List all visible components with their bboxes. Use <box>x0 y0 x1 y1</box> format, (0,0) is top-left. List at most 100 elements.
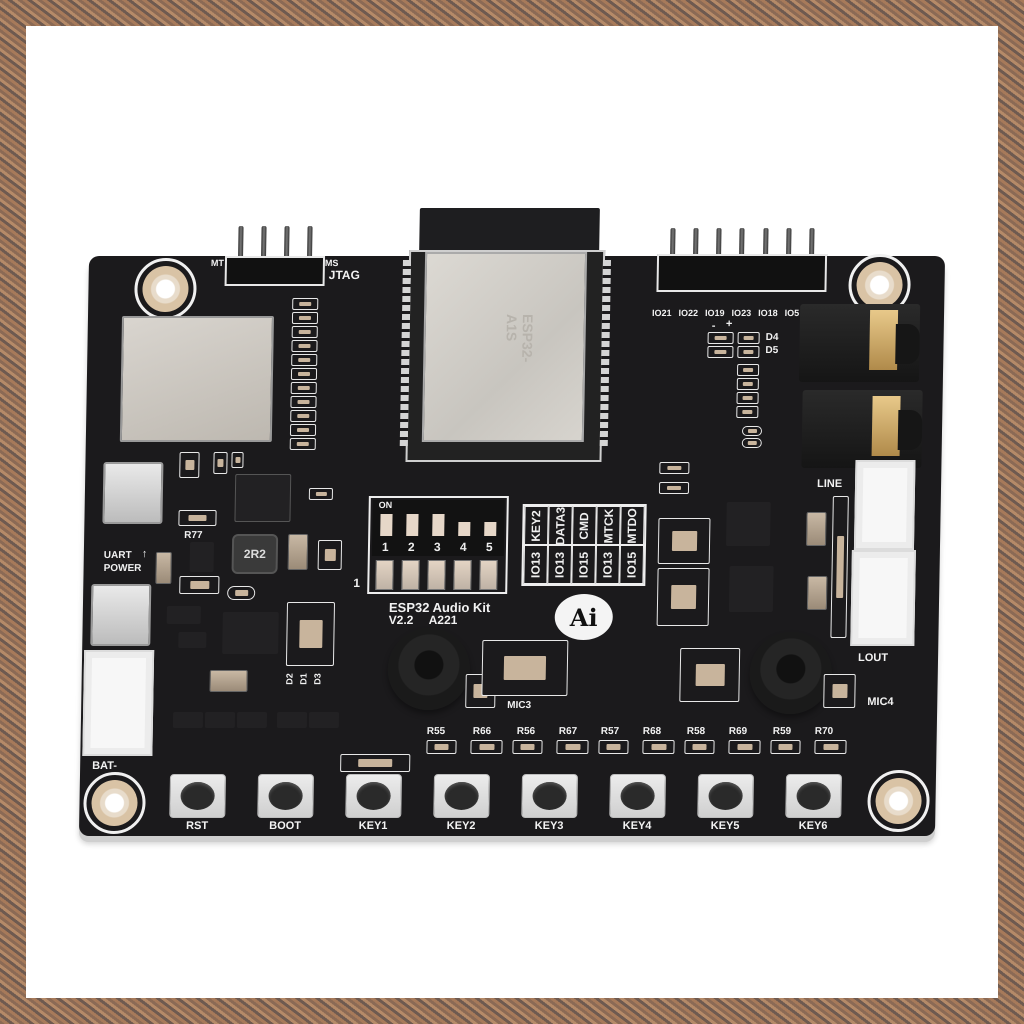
up-arrow-icon: ↑ <box>141 548 148 560</box>
key1-label: KEY1 <box>358 820 388 832</box>
dip-number: 3 <box>433 540 441 554</box>
key6-label: KEY6 <box>798 820 828 832</box>
resistor <box>598 740 629 754</box>
dip-pin1-label: 1 <box>353 576 361 590</box>
passive-array <box>657 518 711 564</box>
resistor <box>658 482 690 494</box>
dip-toggle-1[interactable] <box>380 514 393 536</box>
microsd-card-slot[interactable] <box>119 316 275 442</box>
mic4-label: MIC4 <box>867 696 894 708</box>
cfg-value: IO15 <box>576 551 591 578</box>
dip-toggle-2[interactable] <box>406 514 419 536</box>
transistor <box>178 632 207 648</box>
capacitor <box>741 426 763 436</box>
resistor <box>642 740 675 754</box>
gpio-label: IO5 <box>784 308 800 318</box>
gpio-label: IO22 <box>678 308 699 318</box>
resistor-label: R55 <box>426 726 446 737</box>
pcb-board: MT MS JTAG ESP32-A1S IO21 IO22 IO19 IO23… <box>78 208 946 836</box>
tantalum-capacitor <box>806 576 828 610</box>
capacitor <box>741 438 762 448</box>
dip-number: 2 <box>407 540 415 554</box>
inductor-marking: 2R2 <box>243 547 266 561</box>
resistor <box>814 740 847 754</box>
button-knob <box>444 782 479 810</box>
transistor <box>308 712 340 728</box>
rst-button[interactable] <box>169 774 227 818</box>
resistor <box>659 462 690 474</box>
dip-toggle-3[interactable] <box>432 514 445 536</box>
resistor <box>470 740 503 754</box>
jtag-header[interactable] <box>224 226 326 286</box>
dip-toggle-4[interactable] <box>458 522 471 536</box>
gpio-label: IO19 <box>705 308 725 318</box>
cfg-header: CMD <box>577 511 592 540</box>
mic3-label: MIC3 <box>507 700 532 711</box>
audio-codec-chip <box>726 502 771 546</box>
d2-label: D2 <box>284 673 295 685</box>
microphone-mic4 <box>749 632 833 714</box>
cfg-value: IO13 <box>600 551 615 578</box>
led-d5 <box>707 346 734 358</box>
capacitor-column <box>830 496 849 638</box>
gpio-labels: IO21 IO22 IO19 IO23 IO18 IO5 <box>652 308 799 318</box>
key6-button[interactable] <box>785 774 843 818</box>
d3-label: D3 <box>312 673 323 685</box>
lout-jst-connector[interactable] <box>850 550 916 646</box>
line-in-jack[interactable] <box>801 390 923 468</box>
key3-button[interactable] <box>521 774 579 818</box>
battery-jst-connector[interactable] <box>82 650 155 756</box>
voltage-regulator <box>189 542 215 572</box>
power-label: POWER <box>103 563 142 574</box>
transistor <box>276 712 308 728</box>
led-minus-label: - <box>711 320 716 332</box>
gpio-header[interactable] <box>656 228 828 292</box>
power-micro-usb-port[interactable] <box>90 584 152 646</box>
line-label: LINE <box>816 478 843 490</box>
rst-label: RST <box>186 820 209 832</box>
mounting-hole-bottom-right <box>867 770 931 832</box>
resistor-label: R59 <box>772 726 792 737</box>
board-version: V2.2 <box>388 613 414 627</box>
resistor-array <box>340 754 411 772</box>
resistor-label: R68 <box>642 726 662 737</box>
transistor <box>172 712 204 728</box>
capacitor <box>209 670 248 692</box>
button-knob <box>268 782 303 810</box>
resistor <box>736 364 760 376</box>
button-knob <box>180 782 215 810</box>
line-jst-connector[interactable] <box>853 460 916 550</box>
passive-array <box>679 648 741 702</box>
transistor <box>236 712 268 728</box>
key2-button[interactable] <box>433 774 491 818</box>
resistor-label: R58 <box>686 726 706 737</box>
resistor-label: R67 <box>558 726 578 737</box>
rf-shield: ESP32-A1S <box>421 252 588 442</box>
boot-button[interactable] <box>257 774 315 818</box>
mic4-pad <box>823 674 856 708</box>
gpio-label: IO21 <box>651 308 672 318</box>
charge-controller-chip <box>222 612 279 654</box>
resistor-label: R70 <box>814 726 834 737</box>
d5-label: D5 <box>765 345 779 356</box>
gpio-label: IO23 <box>731 308 752 318</box>
boot-config-dip-switch[interactable]: ON 1 2 3 4 5 <box>367 496 509 594</box>
resistor-label: R66 <box>472 726 492 737</box>
key4-button[interactable] <box>609 774 667 818</box>
gpio-label: IO18 <box>758 308 778 318</box>
led-plus-label: + <box>725 318 733 330</box>
key1-button[interactable] <box>345 774 403 818</box>
capacitor <box>231 452 244 468</box>
headphone-jack[interactable] <box>798 304 921 382</box>
key4-label: KEY4 <box>622 820 652 832</box>
button-knob <box>796 782 831 810</box>
uart-micro-usb-port[interactable] <box>102 462 164 524</box>
button-knob <box>356 782 391 810</box>
dip-toggle-5[interactable] <box>484 522 497 536</box>
resistor <box>512 740 543 754</box>
mounting-hole-top-left <box>133 258 198 320</box>
module-marking: ESP32-A1S <box>503 314 537 363</box>
bat-label: BAT- <box>92 760 118 772</box>
key5-button[interactable] <box>697 774 755 818</box>
power-inductor: 2R2 <box>231 534 279 574</box>
